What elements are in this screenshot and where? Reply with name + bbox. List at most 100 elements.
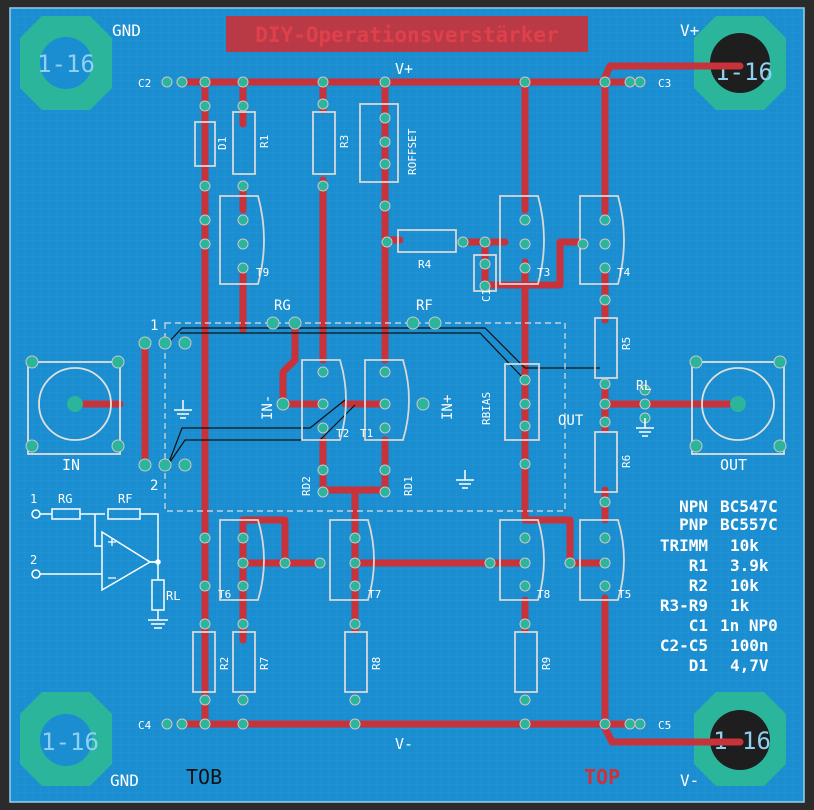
svg-text:R4: R4 (418, 258, 432, 271)
bom-key-8: D1 (689, 656, 708, 675)
bom-key-3: R1 (689, 556, 708, 575)
svg-text:T9: T9 (256, 266, 269, 279)
svg-text:R9: R9 (540, 657, 553, 670)
top-layer-label: TOP (584, 765, 620, 789)
svg-text:RL: RL (166, 589, 180, 603)
bom-val-6: 1n NP0 (720, 616, 778, 635)
r7-outline (232, 631, 256, 693)
opamp-schematic (31, 508, 168, 629)
r3-outline (312, 111, 336, 175)
svg-text:T7: T7 (368, 588, 381, 601)
svg-text:R7: R7 (258, 657, 271, 670)
svg-text:R1: R1 (258, 135, 271, 148)
t7-body (329, 519, 375, 601)
r4-outline (397, 229, 457, 253)
pin2-label: 2 (150, 478, 158, 494)
svg-text:D1: D1 (216, 137, 229, 150)
r5-outline (594, 317, 618, 379)
rg-label: RG (274, 298, 291, 314)
r1-outline (232, 111, 256, 175)
t1-body (364, 359, 410, 441)
t5-body (579, 519, 625, 601)
net-labels: RG RF RL IN- IN+ OUT 1 2 (150, 298, 652, 494)
input-section-outline (164, 322, 566, 512)
bom-key-5: R3-R9 (660, 596, 708, 615)
svg-text:R8: R8 (370, 657, 383, 670)
t8-body (499, 519, 545, 601)
svg-text:ROFFSET: ROFFSET (406, 128, 419, 175)
bom-val-8: 4,7V (730, 656, 769, 675)
bom-key-1: PNP (679, 515, 708, 534)
r9-outline (514, 631, 538, 693)
svg-text:RBIAS: RBIAS (480, 392, 493, 425)
rf-label: RF (416, 298, 433, 314)
svg-text:R6: R6 (620, 455, 633, 468)
svg-text:C5: C5 (658, 719, 671, 732)
svg-text:1-16: 1-16 (715, 58, 773, 86)
svg-text:1-16: 1-16 (37, 50, 95, 78)
out-connector-label: OUT (720, 456, 747, 474)
mount-hole-top-left: 1-16 (20, 16, 112, 110)
svg-text:RF: RF (118, 492, 132, 506)
schematic-labels: RG RF RL 1 2 (30, 492, 180, 603)
out-pcb-label: OUT (558, 413, 584, 429)
bom-val-0: BC547C (720, 497, 778, 516)
in-minus-label: IN- (260, 395, 276, 420)
svg-text:2: 2 (30, 553, 37, 567)
svg-text:C4: C4 (138, 719, 152, 732)
mount-hole-bottom-left: 1-16 (20, 692, 112, 786)
t3-body (499, 195, 545, 285)
title-box (226, 16, 588, 52)
t6-body (219, 519, 265, 601)
bom-key-4: R2 (689, 576, 708, 595)
roffset-outline (359, 103, 399, 183)
gnd-label-top: GND (112, 21, 141, 40)
vplus-rail-label: V+ (395, 60, 413, 78)
bom-val-2: 10k (730, 536, 759, 555)
svg-text:T8: T8 (537, 588, 550, 601)
d1-outline (194, 121, 216, 167)
in-connector-label: IN (62, 456, 80, 474)
svg-text:R2: R2 (218, 657, 231, 670)
svg-text:T2: T2 (336, 427, 349, 440)
svg-text:T3: T3 (537, 266, 550, 279)
bom-val-7: 100n (730, 636, 769, 655)
bom-val-5: 1k (730, 596, 750, 615)
rbias-outline (504, 363, 540, 441)
svg-text:R5: R5 (620, 337, 633, 350)
svg-text:C2: C2 (138, 77, 151, 90)
pin1-label: 1 (150, 318, 158, 334)
svg-text:C1: C1 (480, 289, 493, 302)
in-connector (27, 361, 121, 455)
r2-outline (192, 631, 216, 693)
svg-text:RG: RG (58, 492, 72, 506)
bom-table: NPN BC547C PNP BC557C TRIMM 10k R1 3.9k … (660, 497, 778, 675)
bom-val-3: 3.9k (730, 556, 769, 575)
transistors (219, 195, 625, 601)
bottom-layer-label: TOB (186, 765, 222, 789)
vplus-label-top-right: V+ (680, 21, 699, 40)
svg-text:T6: T6 (218, 588, 231, 601)
gnd-label-bottom: GND (110, 771, 139, 790)
bom-key-7: C2-C5 (660, 636, 708, 655)
bom-val-1: BC557C (720, 515, 778, 534)
t2-body (301, 359, 347, 441)
board-title: DIY-Operationsverstärker (255, 23, 558, 47)
svg-text:R3: R3 (338, 135, 351, 148)
svg-text:1-16: 1-16 (41, 728, 99, 756)
pads (25, 76, 787, 730)
svg-text:T5: T5 (618, 588, 631, 601)
out-connector (691, 361, 785, 455)
t4-body (579, 195, 625, 285)
reference-designators: C2 C3 C4 C5 D1 R1 R3 R4 R5 R6 R2 R7 R8 R… (138, 77, 671, 732)
r6-outline (594, 431, 618, 493)
t9-body (219, 195, 265, 285)
svg-text:RD1: RD1 (402, 476, 415, 496)
svg-text:T4: T4 (617, 266, 631, 279)
bom-key-2: TRIMM (660, 536, 708, 555)
svg-text:1: 1 (30, 492, 37, 506)
svg-text:C3: C3 (658, 77, 671, 90)
rl-label: RL (636, 379, 652, 394)
vminus-label-bottom-right: V- (680, 771, 699, 790)
